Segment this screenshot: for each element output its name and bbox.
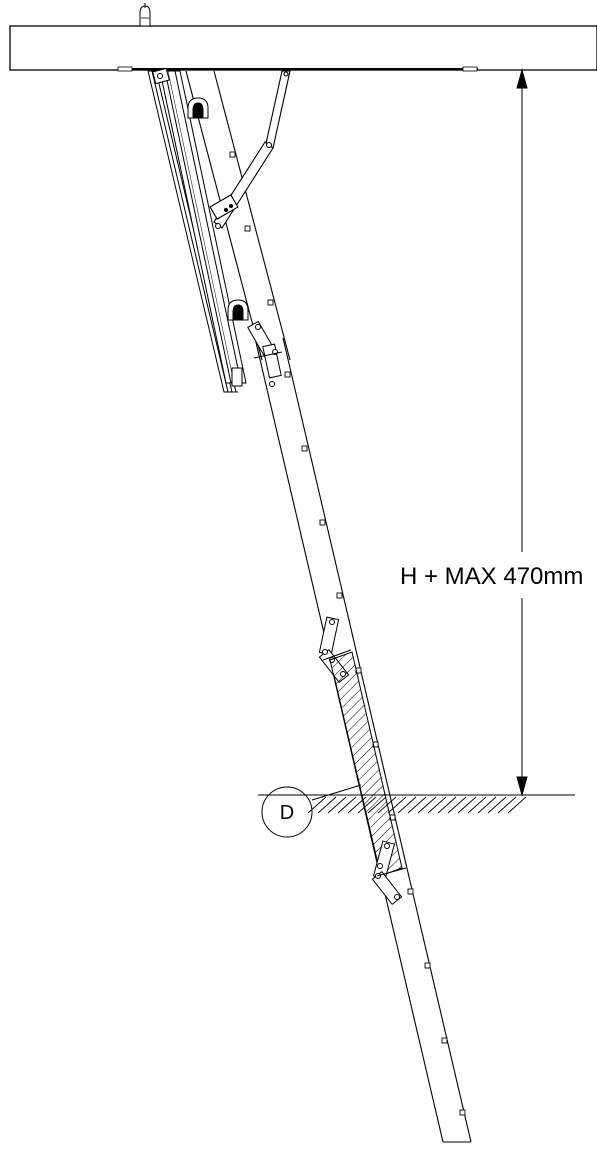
folded-ladder-sections [147,70,247,393]
floor [258,794,575,814]
upper-joint-hinge [247,320,283,387]
support-strut [209,70,291,230]
callout-d [261,784,362,838]
height-dimension-label: H + MAX 470mm [400,563,583,590]
top-hinge-brackets [152,67,249,321]
hatched-section-d [329,651,403,877]
height-dimension-line [516,68,528,797]
ladder-step-markers [229,151,466,1116]
callout-label: D [280,802,294,824]
ceiling-frame [9,25,597,72]
lower-joint-hinge [371,840,407,906]
hatch-handle-icon [139,3,151,27]
